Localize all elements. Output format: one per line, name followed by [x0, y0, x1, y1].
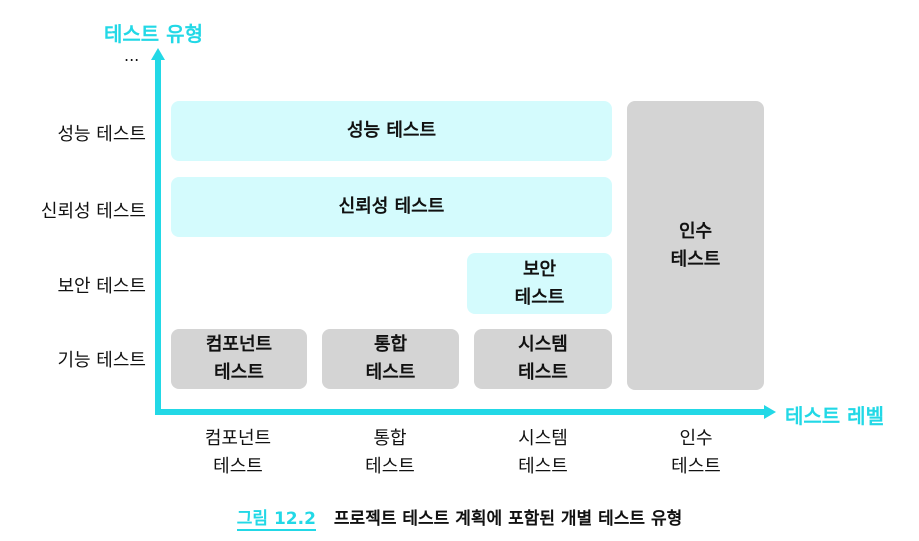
figure-number: 그림 12.2: [236, 509, 316, 531]
y-label-functional: 기능 테스트: [57, 350, 146, 371]
box-performance-test: 성능 테스트: [171, 101, 612, 161]
y-axis-arrowhead: [151, 48, 165, 60]
x-label-integration-line1: 통합: [373, 428, 407, 449]
x-axis-title: 테스트 레벨: [785, 404, 884, 428]
x-label-system-line1: 시스템: [518, 428, 568, 449]
box-security-test: 보안 테스트: [467, 253, 612, 314]
box-reliability-label: 신뢰성 테스트: [338, 196, 445, 217]
box-acceptance-test: 인수 테스트: [627, 101, 764, 390]
box-security-line2: 테스트: [514, 286, 565, 308]
box-acceptance-line2: 테스트: [670, 248, 721, 270]
box-system-line2: 테스트: [518, 362, 568, 383]
x-label-component: 컴포넌트 테스트: [178, 425, 298, 481]
y-axis-title: 테스트 유형: [104, 22, 203, 46]
box-acceptance-line1: 인수: [678, 220, 713, 242]
x-label-component-line2: 테스트: [213, 456, 263, 477]
y-axis-ellipsis: ...: [124, 46, 140, 65]
x-label-integration-line2: 테스트: [365, 456, 415, 477]
x-label-system: 시스템 테스트: [483, 425, 603, 481]
x-label-component-line1: 컴포넌트: [204, 428, 272, 449]
box-security-line1: 보안: [522, 258, 557, 280]
y-label-security: 보안 테스트: [57, 276, 146, 297]
box-reliability-test: 신뢰성 테스트: [171, 177, 612, 237]
box-component-line1: 컴포넌트: [205, 334, 273, 355]
box-system-test: 시스템 테스트: [474, 329, 612, 389]
box-performance-label: 성능 테스트: [346, 120, 437, 141]
box-system-line1: 시스템: [518, 334, 568, 355]
figure-caption: 그림 12.2 프로젝트 테스트 계획에 포함된 개별 테스트 유형: [0, 504, 919, 531]
x-label-acceptance-line1: 인수: [679, 428, 713, 449]
y-label-reliability: 신뢰성 테스트: [40, 201, 146, 222]
x-label-integration: 통합 테스트: [330, 425, 450, 481]
x-label-system-line2: 테스트: [518, 456, 568, 477]
x-label-acceptance: 인수 테스트: [636, 425, 756, 481]
box-integration-line2: 테스트: [365, 362, 416, 383]
box-integration-line1: 통합: [373, 334, 408, 355]
box-component-test: 컴포넌트 테스트: [171, 329, 307, 389]
x-label-acceptance-line2: 테스트: [671, 456, 721, 477]
box-integration-test: 통합 테스트: [322, 329, 459, 389]
figure-caption-text: 프로젝트 테스트 계획에 포함된 개별 테스트 유형: [333, 509, 683, 529]
y-label-performance: 성능 테스트: [57, 124, 146, 145]
box-component-line2: 테스트: [214, 362, 264, 383]
x-axis-arrowhead: [764, 405, 776, 419]
